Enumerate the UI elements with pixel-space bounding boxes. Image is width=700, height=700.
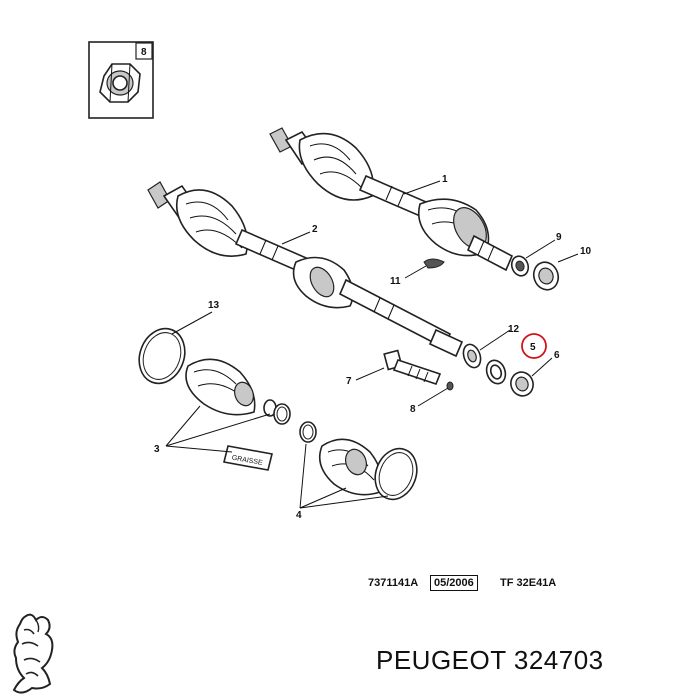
- grease-sachet-icon: GRAISSE: [223, 445, 273, 471]
- lower-driveshaft: [147, 181, 464, 358]
- callout-5: 5: [530, 342, 536, 353]
- callout-6: 6: [554, 350, 560, 361]
- hub-nut-icon: [99, 63, 141, 103]
- leader-lines: [165, 180, 579, 509]
- reference-line: 7371141A 05/2006 TF 32E41A: [368, 575, 618, 591]
- callout-1: 1: [442, 174, 448, 185]
- highlight-circle: [521, 333, 547, 359]
- upper-driveshaft: [269, 127, 514, 272]
- clip: [423, 258, 445, 269]
- callout-4: 4: [296, 510, 302, 521]
- callout-2: 2: [312, 224, 318, 235]
- hub-parts: [462, 255, 560, 397]
- callout-13: 13: [208, 300, 220, 311]
- callout-9: 9: [556, 232, 562, 243]
- bolt: [383, 349, 454, 391]
- callout-7: 7: [346, 376, 352, 387]
- callouts: 1 2 3 4 5 6 7 8 9 10 11 12 13: [154, 174, 592, 521]
- reference-code: 7371141A: [368, 577, 419, 589]
- outer-boot-kit: [299, 421, 418, 501]
- peugeot-lion-logo-icon: [12, 613, 54, 694]
- callout-10: 10: [580, 246, 592, 257]
- inset-callout: 8: [141, 47, 147, 58]
- caption: PEUGEOT 324703: [376, 645, 604, 675]
- inner-boot-kit: GRAISSE: [138, 327, 291, 471]
- reference-date: 05/2006: [430, 575, 478, 591]
- reference-tf: TF 32E41A: [500, 577, 557, 589]
- nut-inset: 8: [88, 41, 154, 119]
- callout-12: 12: [508, 324, 520, 335]
- callout-8: 8: [410, 404, 416, 415]
- callout-3: 3: [154, 444, 160, 455]
- callout-11: 11: [390, 276, 401, 287]
